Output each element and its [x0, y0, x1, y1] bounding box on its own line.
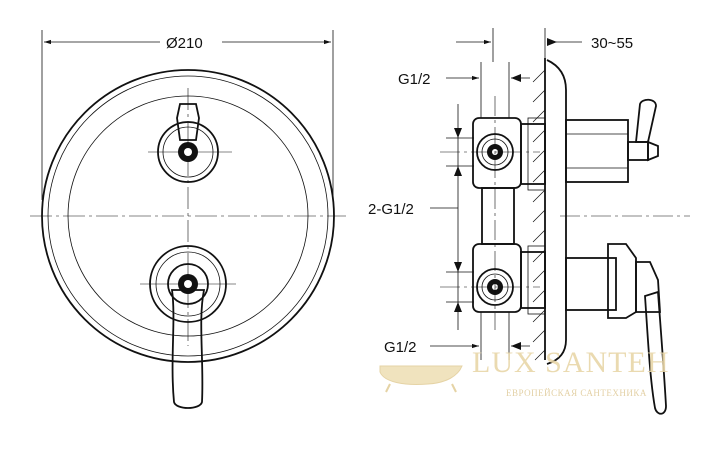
depth-label: 30~55 [591, 35, 633, 52]
valve-body [472, 117, 546, 315]
bathtub-logo-icon [379, 365, 463, 385]
wall-hatching [532, 69, 546, 361]
mixer-lever-side [565, 243, 667, 415]
side-view: 30~55 [368, 28, 690, 415]
inlet-top-label: G1/2 [398, 71, 431, 88]
mixer-lever [140, 245, 236, 409]
outlets-label: 2-G1/2 [368, 201, 414, 218]
watermark-brand: LUX SANTEH [472, 346, 670, 379]
inlet-bottom-label: G1/2 [384, 339, 417, 356]
watermark: LUX SANTEH ЕВРОПЕЙСКАЯ САНТЕХНИКА [379, 346, 670, 398]
diverter-knob-side [565, 98, 659, 183]
diverter-knob [148, 103, 232, 183]
plate-profile [546, 59, 567, 365]
front-view: Ø210 [30, 30, 346, 409]
watermark-tagline: ЕВРОПЕЙСКАЯ САНТЕХНИКА [506, 388, 647, 398]
diameter-label: Ø210 [166, 35, 203, 52]
